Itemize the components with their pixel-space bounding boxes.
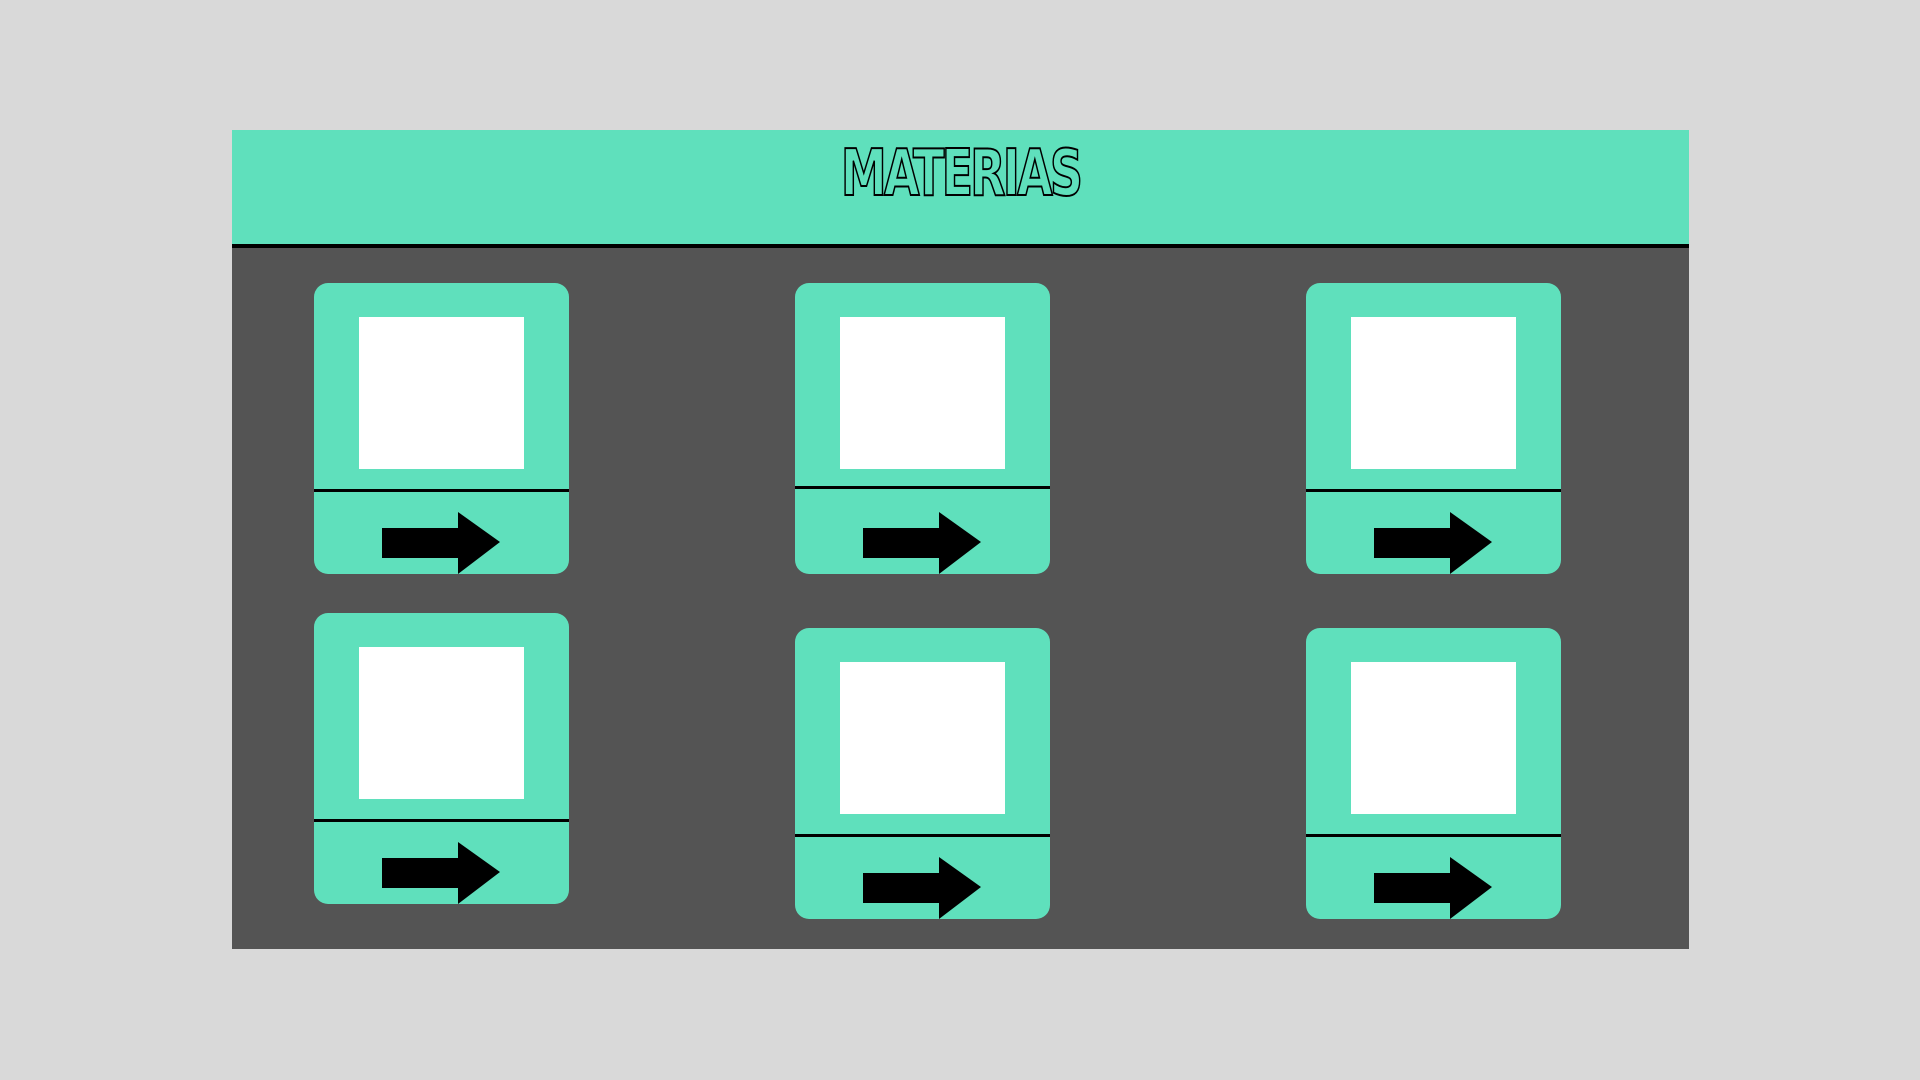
card-divider (1306, 489, 1561, 492)
open-subject-button[interactable] (1306, 837, 1561, 919)
card-divider (795, 486, 1050, 489)
header-bar: MATERIAS (232, 130, 1689, 248)
open-subject-button[interactable] (314, 492, 569, 574)
card-divider (1306, 834, 1561, 837)
page-title: MATERIAS (840, 137, 1084, 211)
subject-thumbnail (840, 317, 1005, 469)
open-subject-button[interactable] (795, 837, 1050, 919)
open-subject-button[interactable] (314, 822, 569, 904)
subject-card-3[interactable] (1306, 283, 1561, 574)
arrow-right-icon (382, 842, 500, 904)
subject-card-5[interactable] (795, 628, 1050, 919)
subject-thumbnail (1351, 317, 1516, 469)
card-divider (314, 489, 569, 492)
arrow-right-icon (863, 512, 981, 574)
subject-thumbnail (1351, 662, 1516, 814)
subject-card-1[interactable] (314, 283, 569, 574)
subject-card-2[interactable] (795, 283, 1050, 574)
arrow-right-icon (1374, 512, 1492, 574)
subject-thumbnail (359, 317, 524, 469)
subject-card-6[interactable] (1306, 628, 1561, 919)
subject-card-4[interactable] (314, 613, 569, 904)
subject-thumbnail (840, 662, 1005, 814)
subject-thumbnail (359, 647, 524, 799)
card-divider (314, 819, 569, 822)
open-subject-button[interactable] (795, 492, 1050, 574)
open-subject-button[interactable] (1306, 492, 1561, 574)
arrow-right-icon (863, 857, 981, 919)
arrow-right-icon (382, 512, 500, 574)
materias-panel: MATERIAS (232, 130, 1689, 949)
arrow-right-icon (1374, 857, 1492, 919)
card-divider (795, 834, 1050, 837)
